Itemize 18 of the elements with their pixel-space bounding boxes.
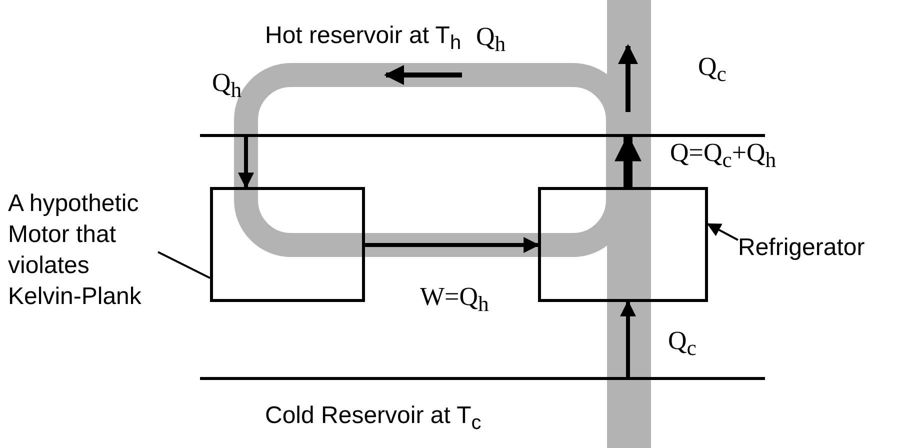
heat-arrow	[614, 134, 642, 187]
edge-label: W=Q$_{h}$	[420, 282, 489, 318]
heat-arrow	[238, 137, 254, 189]
motor-label: A hypothetic Motor that violates Kelvin-Plank	[8, 188, 158, 312]
refrigerator-label: Refrigerator	[738, 232, 918, 263]
refrigerator-box	[538, 187, 708, 302]
heat-label: Q$_{c}$	[698, 52, 726, 88]
leader-line	[158, 251, 210, 279]
heat-arrow	[620, 300, 636, 377]
work-arrow	[365, 237, 540, 253]
edge-label: Q$_{h}$	[212, 68, 242, 104]
leader-line	[706, 223, 738, 241]
reservoir-label: Hot reservoir at T$_{h}$	[265, 21, 462, 56]
heat-label: Q$_{h}$	[476, 22, 506, 58]
motor-box	[210, 187, 365, 302]
edge-label: Q$_{c}$	[668, 326, 696, 362]
reservoir-label: Cold Reservoir at T$_{c}$	[265, 401, 482, 436]
edge-label: Q=Q$_{c}$+Q$_{h}$	[670, 138, 776, 174]
